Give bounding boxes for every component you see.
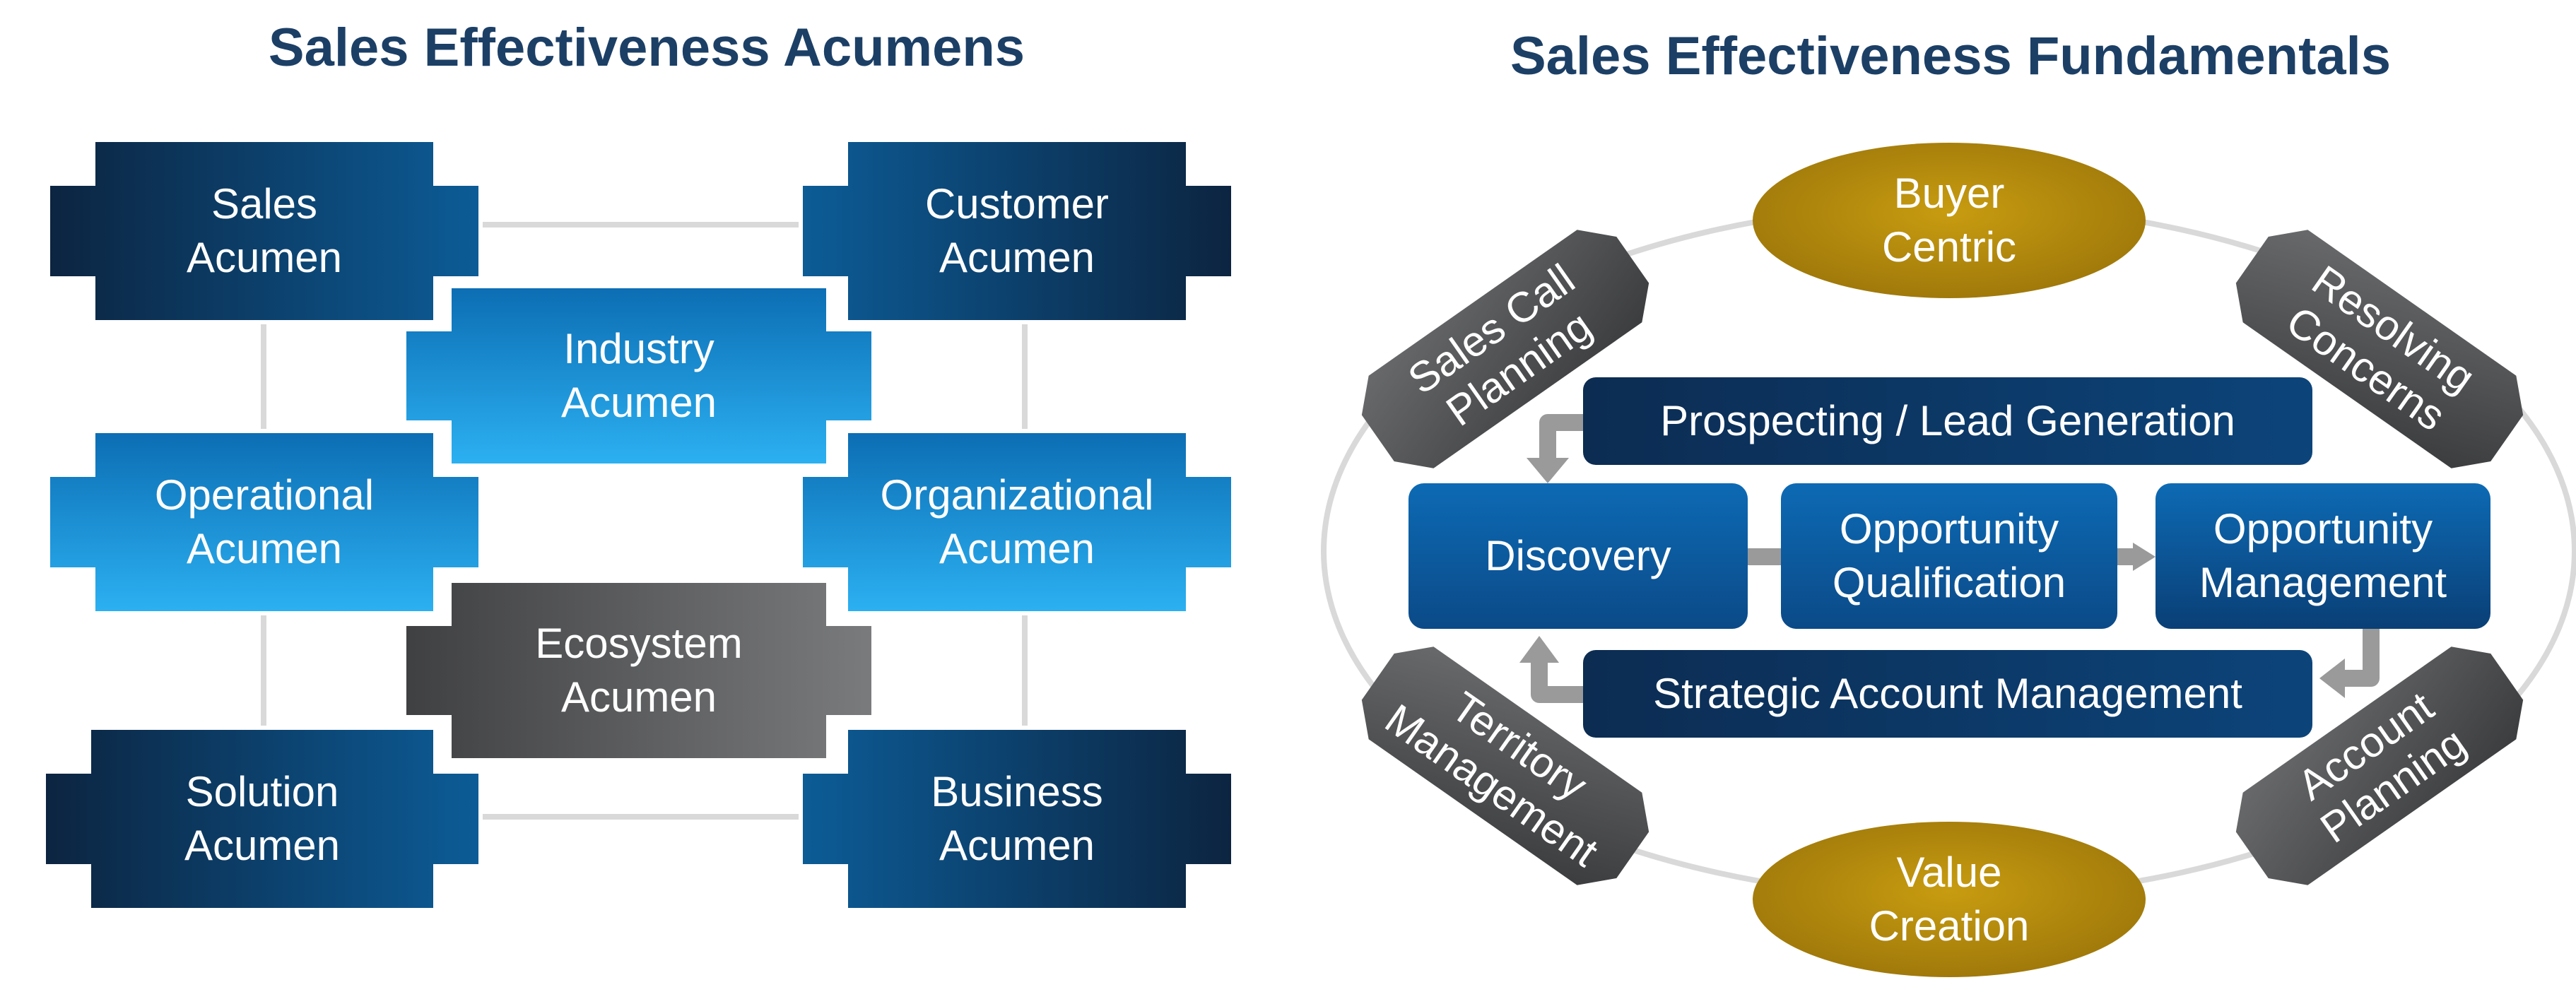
ecosystem-acumen-line-2: Acumen <box>560 673 717 721</box>
discovery-box: Discovery <box>1408 483 1748 629</box>
solution-acumen-shape <box>42 726 483 912</box>
value-creation-oval <box>1753 822 2146 977</box>
organizational-acumen-shape <box>799 429 1235 615</box>
business-acumen-line-1: Business <box>931 768 1103 815</box>
ecosystem-acumen-fill <box>402 579 876 762</box>
industry-acumen-line-1: Industry <box>563 325 714 372</box>
customer-acumen-line-1: Customer <box>924 180 1110 228</box>
ecosystem-acumen-shape <box>402 579 876 762</box>
buyer-centric-line-2: Centric <box>1881 223 2017 271</box>
ecosystem-acumen-line-1: Ecosystem <box>535 620 743 667</box>
management-to-strategic-arrowhead <box>2319 659 2345 698</box>
opportunity-qualification-line-2: Qualification <box>1832 559 2066 606</box>
business-acumen-fill <box>799 726 1235 912</box>
prospecting-to-discovery-arrow <box>1539 414 1587 458</box>
prospecting-label: Prospecting / Lead Generation <box>1660 397 2235 444</box>
organizational-acumen-line-2: Acumen <box>939 525 1095 572</box>
value-creation-line-1: Value <box>1896 849 2002 896</box>
strategic-account-management-label: Strategic Account Management <box>1653 670 2242 717</box>
solution-acumen-line-1: Solution <box>185 768 339 815</box>
resolving-concerns-badge <box>2235 230 2524 468</box>
business-acumen-shape <box>799 726 1235 912</box>
value-creation-label: Value Creation <box>1753 822 2146 977</box>
process-arrows <box>1519 414 2380 703</box>
discovery-label: Discovery <box>1485 532 1671 579</box>
sales-acumen-fill <box>46 138 483 324</box>
solution-acumen-fill <box>42 726 483 912</box>
industry-acumen-line-2: Acumen <box>560 379 717 426</box>
opportunity-qualification-line-1: Opportunity <box>1839 505 2059 553</box>
industry-acumen-fill <box>402 284 876 468</box>
sales-acumen-line-2: Acumen <box>186 234 343 281</box>
sales-acumen-shape <box>46 138 483 324</box>
strategic-account-management-box: Strategic Account Management <box>1583 650 2312 738</box>
strategic-to-discovery-arrow <box>1531 661 1587 703</box>
operational-acumen-shape <box>46 429 483 615</box>
buyer-centric-oval <box>1753 143 2146 298</box>
industry-acumen-shape <box>402 284 876 468</box>
qualification-to-management-arrowhead <box>2133 543 2156 571</box>
strategic-to-discovery-arrowhead <box>1519 636 1559 663</box>
opportunity-management-line-1: Opportunity <box>2213 505 2433 553</box>
organizational-acumen-fill <box>799 429 1235 615</box>
customer-acumen-fill <box>799 138 1235 324</box>
sales-call-planning-badge <box>1361 230 1649 468</box>
fundamentals-title: Sales Effectiveness Fundamentals <box>1510 26 2392 86</box>
customer-acumen-shape <box>799 138 1235 324</box>
customer-acumen-line-2: Acumen <box>939 234 1095 281</box>
management-to-strategic-arrow <box>2345 627 2380 687</box>
territory-management-badge <box>1361 646 1649 885</box>
opportunity-management-box: Opportunity Management <box>2156 483 2490 629</box>
opportunity-management-line-2: Management <box>2199 559 2447 606</box>
prospecting-box: Prospecting / Lead Generation <box>1583 377 2312 465</box>
account-planning-badge <box>2235 646 2524 885</box>
prospecting-to-discovery-arrowhead <box>1527 458 1569 483</box>
operational-acumen-fill <box>46 429 483 615</box>
opportunity-qualification-box: Opportunity Qualification <box>1781 483 2117 629</box>
operational-acumen-line-1: Operational <box>154 471 375 519</box>
value-creation-line-2: Creation <box>1869 902 2030 950</box>
buyer-centric-line-1: Buyer <box>1893 170 2005 217</box>
acumen-connectors <box>261 222 1028 820</box>
organizational-acumen-line-1: Organizational <box>880 471 1154 519</box>
solution-acumen-line-2: Acumen <box>184 822 341 869</box>
sales-acumen-line-1: Sales <box>211 180 318 228</box>
buyer-centric-label: Buyer Centric <box>1753 143 2146 298</box>
acumens-title: Sales Effectiveness Acumens <box>268 18 1025 78</box>
operational-acumen-line-2: Acumen <box>186 525 343 572</box>
business-acumen-line-2: Acumen <box>939 822 1095 869</box>
